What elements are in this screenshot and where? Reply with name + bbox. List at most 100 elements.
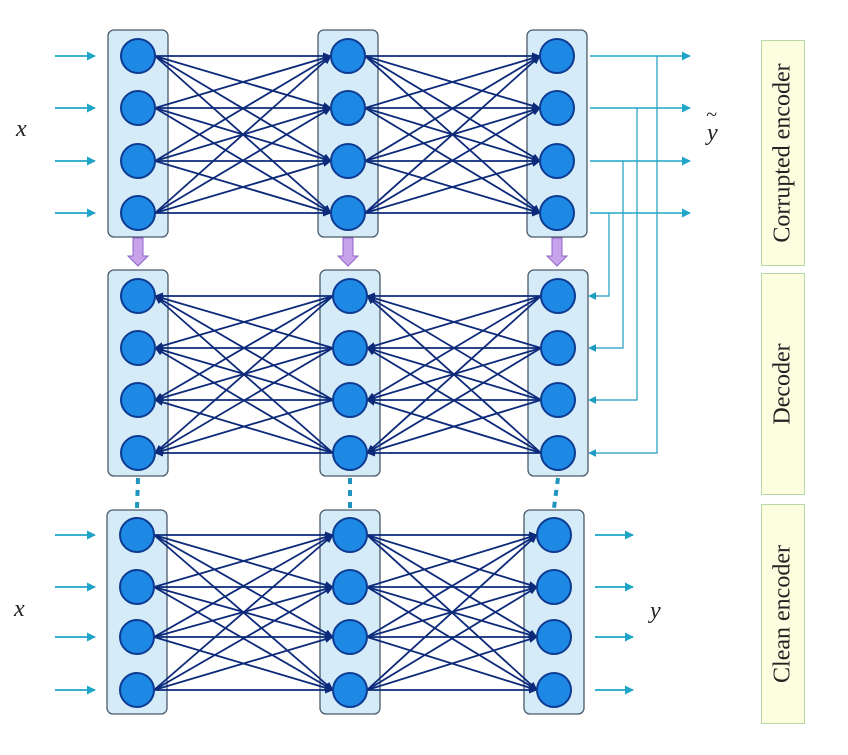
stage-label-clean-encoder-text: Clean encoder — [769, 545, 796, 683]
edge-corrupted-1-4-2 — [154, 107, 332, 214]
stage-label-decoder: Decoder — [761, 273, 805, 495]
layer-column-clean-2 — [319, 509, 381, 715]
down-arrow-3 — [545, 237, 569, 267]
layer-column-clean-3 — [523, 509, 585, 715]
edge-clean-2-4-3 — [366, 635, 538, 691]
node-decoder-3-4 — [540, 435, 576, 471]
edge-decoder-2-4-1 — [366, 295, 542, 454]
edge-corrupted-2-4-1 — [364, 55, 541, 214]
edge-corrupted-1-4-1 — [154, 55, 332, 214]
edge-clean-2-4-1 — [366, 534, 538, 691]
node-corrupted-3-3 — [539, 143, 575, 179]
input-x-corrupted: x — [16, 116, 27, 142]
node-clean-2-4 — [332, 672, 368, 708]
node-corrupted-1-2 — [120, 90, 156, 126]
stage-label-corrupted-encoder-text: Corrupted encoder — [769, 63, 796, 243]
layer-column-decoder-3 — [527, 269, 589, 477]
node-decoder-1-4 — [120, 435, 156, 471]
edge-decoder-1-4-1 — [154, 295, 334, 454]
node-decoder-3-1 — [540, 278, 576, 314]
node-corrupted-3-1 — [539, 38, 575, 74]
output-y-clean: y — [650, 598, 661, 624]
edge-clean-1-3-1 — [153, 534, 334, 638]
layer-column-corrupted-2 — [317, 29, 379, 238]
edge-decoder-1-4-2 — [154, 347, 334, 454]
node-corrupted-2-4 — [330, 195, 366, 231]
node-clean-3-1 — [536, 517, 572, 553]
node-clean-1-2 — [119, 569, 155, 605]
stage-label-clean-encoder: Clean encoder — [761, 504, 805, 724]
dashed-link-3 — [552, 477, 560, 509]
edge-decoder-2-3-1 — [366, 295, 542, 401]
node-decoder-1-2 — [120, 330, 156, 366]
node-clean-1-3 — [119, 619, 155, 655]
node-corrupted-1-4 — [120, 195, 156, 231]
tilde-mark: ~ — [706, 104, 717, 126]
y-tilde-letter: y — [707, 120, 718, 146]
edge-clean-1-4-2 — [153, 586, 334, 691]
edge-corrupted-2-2-1 — [364, 54, 541, 109]
edge-decoder-2-2-1 — [366, 294, 542, 349]
network-nodes — [119, 38, 576, 708]
layer-column-decoder-1 — [107, 269, 169, 477]
lateral-connector-3 — [588, 108, 638, 404]
node-decoder-2-2 — [332, 330, 368, 366]
block-links — [126, 237, 569, 509]
stage-label-corrupted-encoder: Corrupted encoder — [761, 40, 805, 266]
edge-corrupted-1-3-1 — [154, 55, 332, 162]
edge-corrupted-2-4-3 — [364, 159, 541, 214]
output-y-tilde: ~ y — [706, 104, 718, 147]
edge-corrupted-2-3-1 — [364, 55, 541, 162]
node-clean-2-3 — [332, 619, 368, 655]
node-clean-1-4 — [119, 672, 155, 708]
edge-decoder-1-4-3 — [154, 398, 334, 454]
layer-column-corrupted-3 — [526, 29, 588, 238]
node-clean-2-1 — [332, 517, 368, 553]
node-corrupted-1-1 — [120, 38, 156, 74]
edge-clean-2-3-1 — [366, 534, 538, 638]
edge-clean-1-4-1 — [153, 534, 334, 691]
node-corrupted-3-2 — [539, 90, 575, 126]
edge-clean-2-2-1 — [366, 533, 538, 588]
node-corrupted-1-3 — [120, 143, 156, 179]
node-clean-3-3 — [536, 619, 572, 655]
layer-column-decoder-2 — [319, 269, 381, 477]
layer-columns — [106, 29, 589, 715]
node-decoder-2-4 — [332, 435, 368, 471]
down-arrow-1 — [126, 237, 150, 267]
network-edges — [153, 52, 542, 694]
down-arrow-2 — [336, 237, 360, 267]
node-decoder-3-2 — [540, 330, 576, 366]
node-decoder-2-1 — [332, 278, 368, 314]
lateral-connector-4 — [588, 56, 658, 457]
edge-decoder-2-4-3 — [366, 398, 542, 454]
lateral-connector-1 — [588, 213, 610, 300]
node-corrupted-2-3 — [330, 143, 366, 179]
node-clean-1-1 — [119, 517, 155, 553]
layer-column-clean-1 — [106, 509, 168, 715]
node-clean-2-2 — [332, 569, 368, 605]
node-decoder-3-3 — [540, 382, 576, 418]
dashed-link-1 — [135, 477, 140, 509]
node-corrupted-2-1 — [330, 38, 366, 74]
edge-corrupted-2-4-2 — [364, 107, 541, 214]
edge-corrupted-1-4-3 — [154, 159, 332, 214]
node-clean-3-2 — [536, 569, 572, 605]
edge-decoder-1-3-1 — [154, 295, 334, 401]
node-corrupted-2-2 — [330, 90, 366, 126]
lateral-connector-2 — [588, 161, 624, 352]
lateral-connectors — [588, 56, 658, 457]
layer-column-corrupted-1 — [107, 29, 169, 238]
edge-clean-1-2-1 — [153, 533, 334, 588]
edge-corrupted-1-2-1 — [154, 54, 332, 109]
edge-decoder-2-4-2 — [366, 347, 542, 454]
edge-clean-1-4-3 — [153, 635, 334, 691]
node-clean-3-4 — [536, 672, 572, 708]
node-corrupted-3-4 — [539, 195, 575, 231]
node-decoder-1-1 — [120, 278, 156, 314]
node-decoder-1-3 — [120, 382, 156, 418]
stage-label-decoder-text: Decoder — [769, 343, 796, 425]
node-decoder-2-3 — [332, 382, 368, 418]
io-arrows — [55, 51, 691, 695]
